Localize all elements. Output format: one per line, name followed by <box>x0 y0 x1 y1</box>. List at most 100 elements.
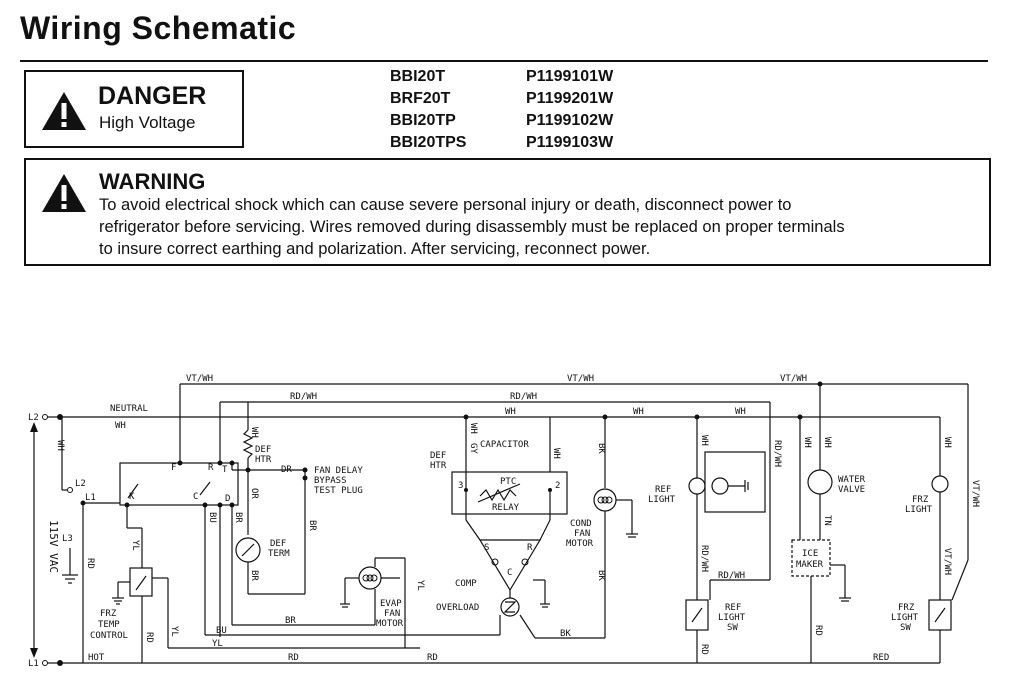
evap-fan-label-1: EVAP <box>380 599 402 609</box>
wire-label-or: OR <box>249 488 259 499</box>
part-number: P1199102W <box>526 112 614 129</box>
page-title: Wiring Schematic <box>20 10 297 46</box>
water-valve-label-1: WATER <box>838 475 866 485</box>
model-number: BBI20T <box>390 68 446 85</box>
wire-label-yl: YL <box>415 580 425 591</box>
terminal-f: F <box>171 463 176 473</box>
cond-fan-motor <box>593 414 638 638</box>
frz-temp-control-label-2: TEMP <box>98 620 120 630</box>
warning-box: WARNING To avoid electrical shock which … <box>24 158 991 266</box>
wire-label-rdwh: RD/WH <box>290 392 317 402</box>
model-row: BBI20TP P1199102W <box>390 110 613 132</box>
wire-label-wh: WH <box>249 427 259 438</box>
wire-label-gy: GY <box>468 443 478 454</box>
cond-fan-label-1: COND <box>570 519 592 529</box>
wire-label-hot: HOT <box>88 653 105 663</box>
terminal-s: S <box>484 543 489 553</box>
wire-label-rdwh: RD/WH <box>699 545 709 572</box>
model-number: BRF20T <box>390 90 451 107</box>
wire-label-br: BR <box>233 512 243 523</box>
wire-label-rdwh: RD/WH <box>718 571 745 581</box>
warning-triangle-icon <box>42 92 86 130</box>
terminal-r2: R <box>527 543 533 553</box>
evap-fan-motor <box>340 557 406 648</box>
wire-label-vtwh: VT/WH <box>942 548 952 575</box>
def-htr-label-1: DEF <box>255 445 271 455</box>
frz-light-label-1: FRZ <box>912 495 929 505</box>
model-row: BBI20TPS P1199103W <box>390 132 613 154</box>
warning-text: To avoid electrical shock which can caus… <box>99 194 979 260</box>
frz-temp-control-label-1: FRZ <box>100 609 117 619</box>
terminal-c2: C <box>507 568 512 578</box>
def-htr-2-label-1: DEF <box>430 451 446 461</box>
wire-label-wh: WH <box>699 435 709 446</box>
wire-label-neutral: NEUTRAL <box>110 404 148 414</box>
frz-light-sw-label-2: LIGHT <box>891 613 919 623</box>
frz-temp-control-label-3: CONTROL <box>90 631 128 641</box>
part-number: P1199201W <box>526 90 614 107</box>
def-term-label-2: TERM <box>268 549 290 559</box>
terminal-l2: L2 <box>75 479 86 489</box>
terminal-k: K <box>129 492 135 502</box>
water-valve-label-2: VALVE <box>838 485 865 495</box>
def-htr-label-2: HTR <box>255 455 272 465</box>
danger-subtitle: High Voltage <box>99 113 196 132</box>
relay-label: RELAY <box>492 503 520 513</box>
model-number: BBI20TP <box>390 112 456 129</box>
frz-light-sw-label-1: FRZ <box>898 603 915 613</box>
supply-voltage-label: 115V VAC <box>47 520 60 573</box>
warning-line: To avoid electrical shock which can caus… <box>99 196 792 214</box>
ice-maker-label-1: ICE <box>802 549 818 559</box>
wire-label-red: RED <box>873 653 889 663</box>
capacitor-label: CAPACITOR <box>480 440 529 450</box>
ref-light-label-1: REF <box>655 485 671 495</box>
danger-title: DANGER <box>98 82 207 110</box>
def-htr-2-label-2: HTR <box>430 461 447 471</box>
ptc-label: PTC <box>500 477 516 487</box>
wire-label-wh: WH <box>822 437 832 448</box>
l3-ground <box>62 500 86 663</box>
ref-light-circuit <box>685 402 771 663</box>
ice-maker-label-2: MAKER <box>796 560 824 570</box>
warning-line: refrigerator before servicing. Wires rem… <box>99 218 845 236</box>
fan-delay-label-3: TEST PLUG <box>314 486 363 496</box>
wire-label-wh: WH <box>468 423 478 434</box>
wire-label-wh: WH <box>115 421 126 431</box>
model-number: BBI20TPS <box>390 134 467 151</box>
wire-label-yl: YL <box>212 639 223 649</box>
terminal-c: C <box>193 492 198 502</box>
wire-label-bu: BU <box>216 626 227 636</box>
model-list: BBI20T P1199101W BRF20T P1199201W BBI20T… <box>390 66 613 154</box>
supply-voltage-arrow <box>30 422 38 658</box>
wire-label-rd: RD <box>288 653 299 663</box>
def-term-label-1: DEF <box>270 539 286 549</box>
terminal-l3: L3 <box>62 534 73 544</box>
wire-label-dr: DR <box>281 465 292 475</box>
wire-label-rd: RD <box>427 653 438 663</box>
warning-title: WARNING <box>99 169 206 194</box>
cond-fan-label-3: MOTOR <box>566 539 594 549</box>
terminal-2: 2 <box>555 481 560 491</box>
model-row: BBI20T P1199101W <box>390 66 613 88</box>
wire-label-wh: WH <box>633 407 644 417</box>
evap-fan-label-2: FAN <box>384 609 400 619</box>
wire-label-bk: BK <box>560 629 571 639</box>
terminal-l1: L1 <box>85 493 96 503</box>
wire-label-rd: RD <box>144 632 154 643</box>
model-row: BRF20T P1199201W <box>390 88 613 110</box>
bus-lines <box>42 383 968 666</box>
neutral-drop <box>61 417 73 493</box>
wire-label-yl: YL <box>130 540 140 551</box>
title-divider <box>20 60 988 62</box>
comp-label: COMP <box>455 579 477 589</box>
part-number: P1199101W <box>526 68 614 85</box>
terminal-t: T <box>222 465 228 475</box>
terminal-d: D <box>225 494 230 504</box>
evap-fan-label-3: MOTOR <box>376 619 404 629</box>
ref-light-sw-label-1: REF <box>725 603 741 613</box>
line-label-l1: L1 <box>28 659 39 669</box>
warning-line: to insure correct earthing and polarizat… <box>99 240 651 258</box>
danger-box: DANGER High Voltage <box>24 70 244 148</box>
wire-label-rdwh: RD/WH <box>510 392 537 402</box>
